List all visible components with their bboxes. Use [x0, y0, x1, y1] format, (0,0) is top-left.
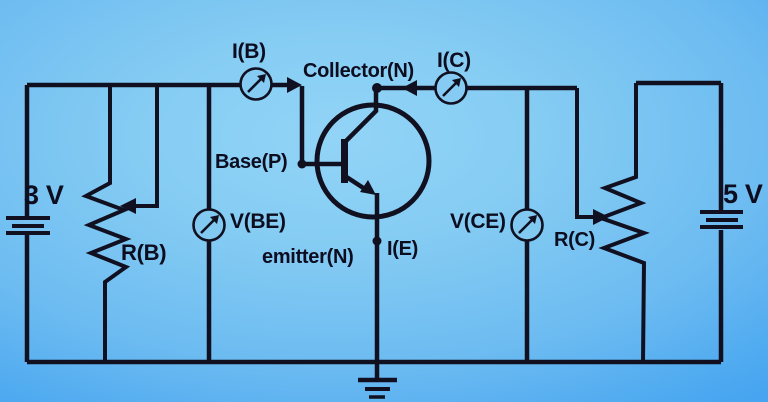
collector-node-dot	[372, 83, 382, 93]
voltmeter-vce-label: V(CE)	[450, 210, 506, 233]
transistor-circle	[314, 102, 432, 220]
ib-flow-arrow-icon	[287, 77, 302, 93]
rb-zigzag	[81, 85, 132, 362]
voltmeter-vbe-label: V(BE)	[230, 210, 286, 233]
transistor-emitter-arrow-icon	[360, 180, 376, 195]
resistor-rb-label: R(B)	[121, 240, 167, 265]
resistor-rb-symbol	[81, 85, 159, 362]
rc-wiper-arrow-icon	[593, 209, 609, 225]
wires	[24, 80, 724, 380]
rc-zigzag	[595, 83, 650, 363]
rb-wiper-wire	[133, 85, 159, 208]
emitter-label: emitter(N)	[262, 246, 354, 268]
voltmeter-vbe-icon	[192, 208, 226, 242]
transistor-collector-lead	[343, 88, 379, 144]
ammeter-ic-label: I(C)	[437, 49, 471, 72]
ammeter-ib-icon	[239, 67, 273, 101]
collector-label: Collector(N)	[303, 60, 414, 82]
battery-right-label: 5 V	[723, 179, 763, 209]
transistor-symbol	[303, 88, 432, 220]
base-node-dot	[297, 159, 307, 169]
meters	[192, 67, 544, 242]
ammeter-ic-icon	[434, 71, 468, 105]
ground-icon	[358, 377, 397, 399]
ammeter-ib-label: I(B)	[232, 40, 266, 63]
rb-wiper-arrow-icon	[120, 198, 136, 214]
base-label: Base(P)	[215, 151, 288, 173]
ic-flow-arrow-icon	[402, 80, 417, 96]
battery-right-symbol	[700, 210, 743, 229]
rc-wiper-wire	[575, 88, 595, 219]
battery-left-label: 3 V	[24, 180, 64, 210]
emitter-current-label: I(E)	[387, 238, 419, 260]
resistor-rc-symbol	[575, 83, 650, 363]
resistor-rc-label: R(C)	[554, 229, 596, 251]
voltmeter-vce-icon	[510, 208, 544, 242]
emitter-node-dot	[372, 236, 382, 246]
battery-left-symbol	[6, 216, 50, 235]
